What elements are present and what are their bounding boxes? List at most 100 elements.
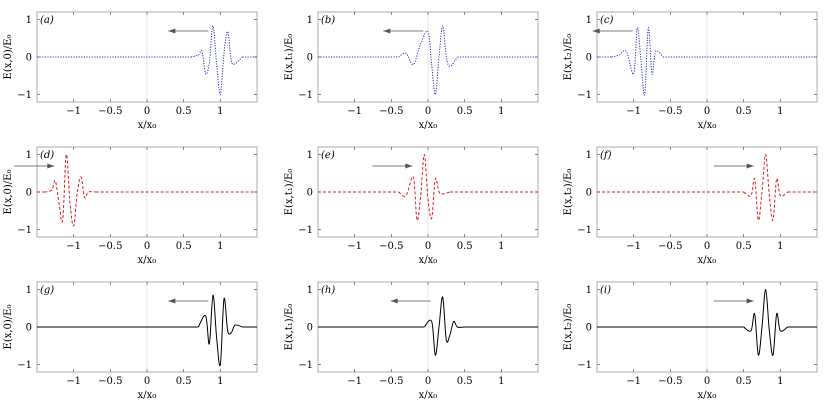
panel-label: (i)	[600, 285, 611, 296]
y-axis-label: E(x,0)/E₀	[3, 305, 14, 350]
x-tick-label: −1	[66, 241, 81, 252]
x-tick-label: 0	[425, 106, 431, 117]
y-axis-label: E(x,0)/E₀	[3, 35, 14, 80]
propagation-arrow-head	[746, 298, 754, 304]
x-tick-label: −1	[347, 106, 362, 117]
panel-label: (f)	[600, 150, 612, 161]
y-tick-label: 0	[307, 53, 313, 64]
x-tick-label: −1	[66, 376, 81, 387]
y-tick-label: 1	[26, 150, 32, 161]
x-tick-label: 0	[704, 376, 710, 387]
x-axis-label: x/x₀	[419, 390, 438, 401]
wave-packet-line	[197, 294, 243, 367]
y-tick-label: 1	[26, 285, 32, 296]
y-tick-label: 1	[586, 15, 592, 26]
x-axis-label: x/x₀	[419, 120, 438, 131]
propagation-arrow-head	[405, 163, 413, 169]
x-tick-label: 0.5	[176, 376, 192, 387]
wave-packet-line	[398, 153, 451, 221]
panel-label: (a)	[40, 15, 54, 26]
y-axis-label: E(x,t₂)/E₀	[563, 304, 574, 351]
x-axis-label: x/x₀	[419, 255, 438, 266]
x-tick-label: −1	[626, 376, 641, 387]
x-tick-label: 0	[144, 376, 150, 387]
x-tick-label: 0	[425, 241, 431, 252]
x-tick-label: −1	[626, 241, 641, 252]
y-tick-label: 1	[307, 15, 313, 26]
y-tick-label: 0	[26, 53, 32, 64]
y-tick-label: −1	[577, 360, 592, 371]
panel-2: −1 −0.5 0 0.5 1 1 0 −1 x/x₀ E(x,t₁)/E₀ (b)	[284, 11, 539, 131]
y-tick-label: 1	[26, 15, 32, 26]
y-tick-label: −1	[17, 90, 32, 101]
x-tick-label: −0.5	[98, 106, 122, 117]
x-tick-label: 0.5	[736, 376, 752, 387]
y-axis-label: E(x,t₂)/E₀	[563, 34, 574, 81]
y-tick-label: 0	[307, 323, 313, 334]
y-tick-label: −1	[17, 225, 32, 236]
x-tick-label: 0	[425, 376, 431, 387]
x-axis-label: x/x₀	[138, 255, 157, 266]
x-tick-label: 0	[704, 241, 710, 252]
propagation-arrow-head	[47, 163, 55, 169]
x-tick-label: 0	[704, 106, 710, 117]
wave-packet-line	[423, 296, 465, 356]
panel-label: (c)	[600, 15, 614, 26]
x-tick-label: −1	[626, 106, 641, 117]
y-tick-label: 0	[26, 188, 32, 199]
wave-packet-line	[743, 153, 788, 221]
x-axis-label: x/x₀	[698, 255, 717, 266]
x-tick-label: 1	[498, 376, 504, 387]
wave-packet-line	[743, 288, 788, 356]
y-tick-label: 0	[586, 188, 592, 199]
x-tick-label: 0.5	[736, 106, 752, 117]
x-tick-label: 0.5	[457, 241, 473, 252]
y-tick-label: 0	[307, 188, 313, 199]
x-axis-label: x/x₀	[138, 390, 157, 401]
y-tick-label: −1	[298, 225, 313, 236]
y-tick-label: 1	[307, 150, 313, 161]
propagation-arrow-head	[390, 298, 398, 304]
wave-packet-line	[398, 25, 458, 96]
x-tick-label: 0.5	[457, 376, 473, 387]
panel-label: (g)	[40, 285, 54, 296]
x-tick-label: 1	[498, 106, 504, 117]
panel-label: (d)	[40, 150, 54, 161]
y-tick-label: 0	[586, 53, 592, 64]
x-tick-label: 0.5	[176, 106, 192, 117]
y-tick-label: 1	[586, 285, 592, 296]
y-tick-label: −1	[17, 360, 32, 371]
x-tick-label: 0.5	[457, 106, 473, 117]
x-tick-label: 1	[777, 106, 783, 117]
propagation-arrow-head	[383, 28, 391, 34]
x-tick-label: 0	[144, 106, 150, 117]
y-tick-label: −1	[298, 90, 313, 101]
x-tick-label: −0.5	[658, 106, 682, 117]
x-tick-label: 0.5	[176, 241, 192, 252]
propagation-arrow-head	[592, 28, 600, 34]
y-tick-label: 0	[586, 323, 592, 334]
y-axis-label: E(x,0)/E₀	[3, 170, 14, 215]
propagation-arrow-head	[168, 298, 176, 304]
y-axis-label: E(x,t₁)/E₀	[284, 34, 295, 81]
x-tick-label: −0.5	[379, 376, 403, 387]
propagation-arrow-head	[746, 163, 754, 169]
x-tick-label: −0.5	[379, 106, 403, 117]
x-tick-label: −0.5	[98, 241, 122, 252]
x-tick-label: 1	[777, 241, 783, 252]
propagation-arrow-head	[168, 28, 176, 34]
x-tick-label: 1	[217, 241, 223, 252]
x-tick-label: 1	[217, 106, 223, 117]
x-tick-label: −0.5	[658, 241, 682, 252]
panel-label: (b)	[321, 15, 335, 26]
wave-packet-line	[190, 25, 243, 96]
panel-label: (h)	[321, 285, 335, 296]
x-tick-label: 1	[777, 376, 783, 387]
x-tick-label: −0.5	[658, 376, 682, 387]
x-tick-label: −0.5	[379, 241, 403, 252]
y-tick-label: 1	[307, 285, 313, 296]
